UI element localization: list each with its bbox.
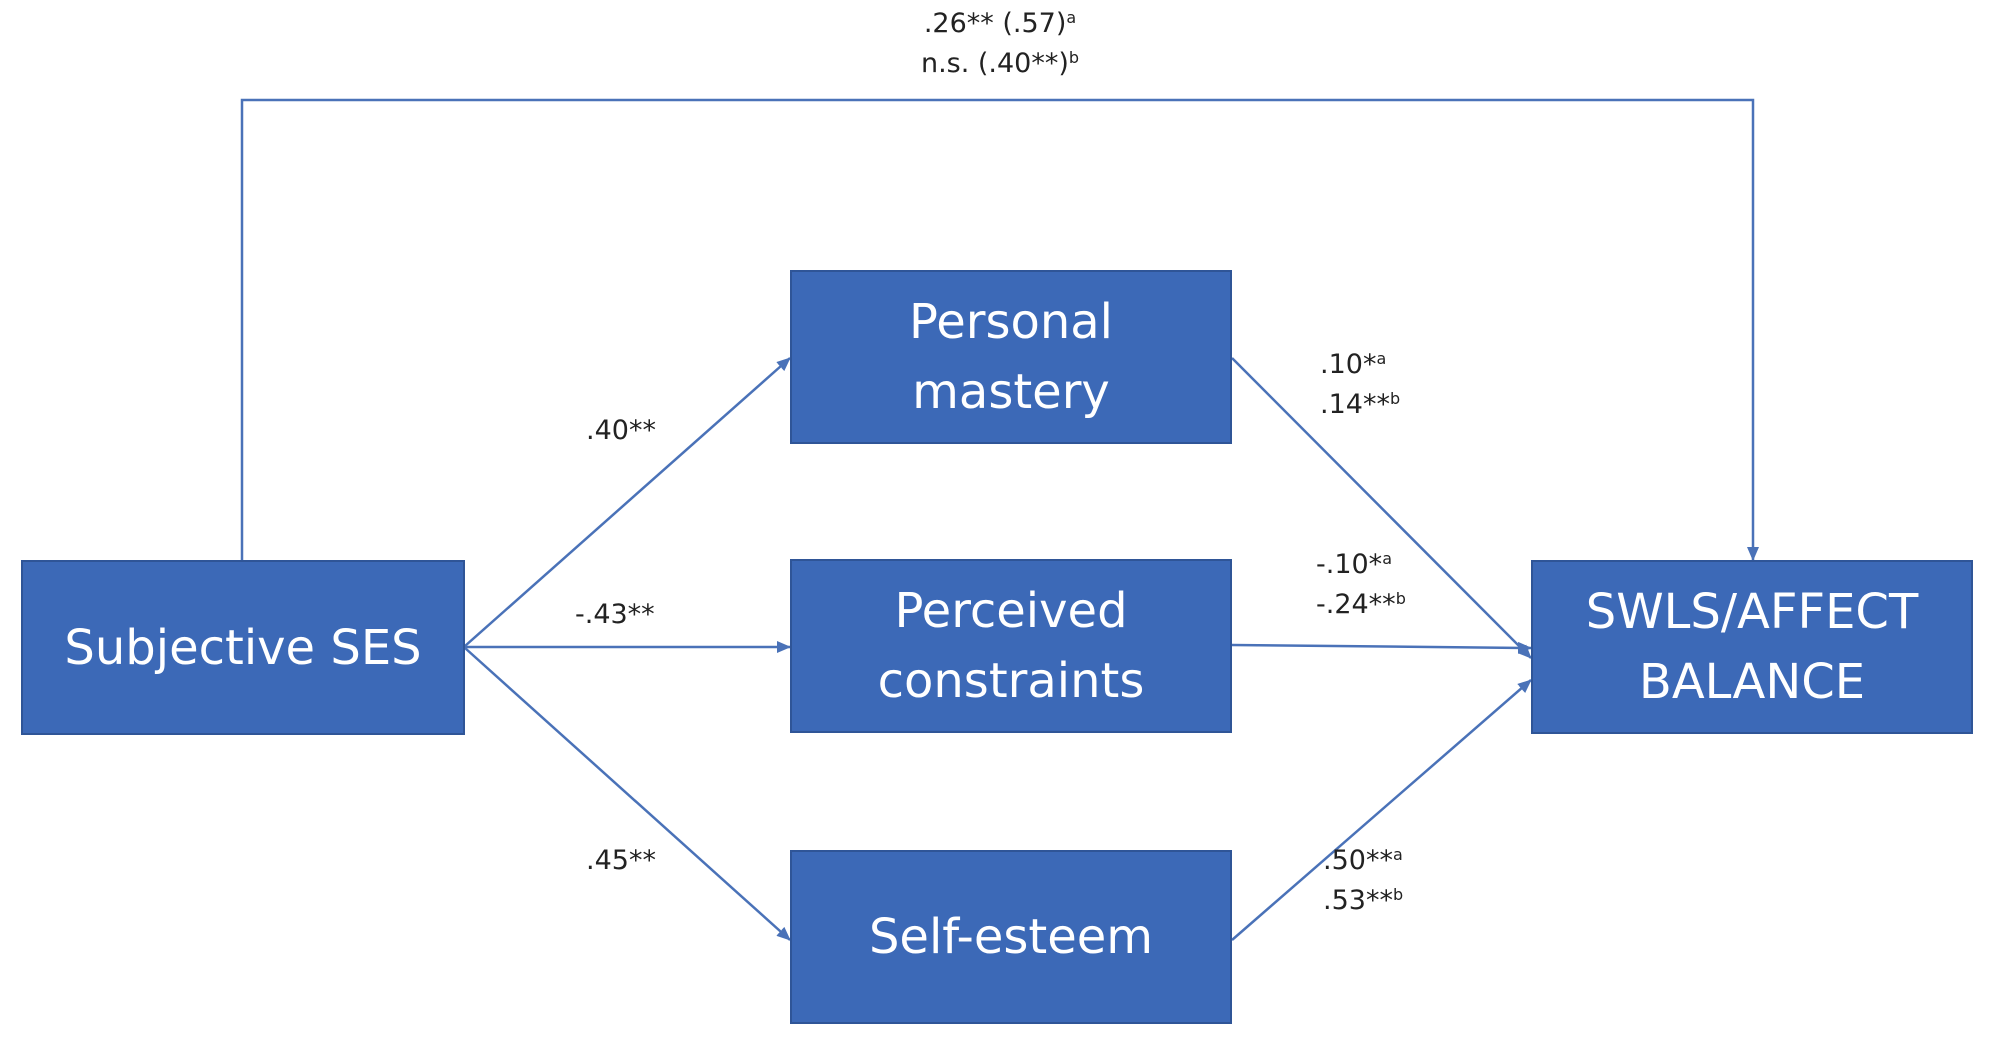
node-self-esteem: Self-esteem [790,850,1232,1024]
node-perceived-constraints: Perceived constraints [790,559,1232,733]
coef-ses-to-esteem-value: .45** [586,845,656,876]
coef-constraints-to-outcome-line1-sup: a [1382,549,1392,568]
coef-mastery-to-outcome: .10*a .14**b [1320,345,1400,425]
coef-ses-to-constraints: -.43** [575,595,655,635]
coef-mastery-to-outcome-line2: .14** [1320,389,1390,420]
arrow-ses-to-esteem [464,647,791,941]
coef-direct-path: .26** (.57)a n.s. (.40**)b [830,4,1170,84]
node-outcome-line2: BALANCE [1638,654,1866,710]
node-subjective-ses: Subjective SES [21,560,465,735]
coef-constraints-to-outcome-line1: -.10* [1316,549,1383,580]
coef-esteem-to-outcome-line2-sup: b [1392,885,1404,904]
node-perceived-constraints-line1: Perceived [894,583,1128,639]
coef-ses-to-mastery-value: .40** [586,415,656,446]
coef-ses-to-esteem: .45** [586,841,656,881]
coef-constraints-to-outcome-line2: -.24** [1316,589,1396,620]
node-outcome-line1: SWLS/AFFECT [1585,584,1919,640]
coef-ses-to-constraints-value: -.43** [575,599,655,630]
coef-ses-to-mastery: .40** [586,411,656,451]
node-personal-mastery-line2: mastery [912,364,1110,420]
arrow-mastery-to-outcome [1231,357,1532,659]
arrow-direct-ses-to-outcome [240,98,1759,561]
coef-esteem-to-outcome: .50**a .53**b [1323,841,1403,921]
coef-constraints-to-outcome-line2-sup: b [1395,589,1406,608]
arrow-esteem-to-outcome [1231,679,1532,941]
coef-mastery-to-outcome-line1: .10* [1320,349,1377,380]
coef-direct-line1: .26** (.57) [923,8,1067,39]
node-swls-affect-balance: SWLS/AFFECT BALANCE [1531,560,1973,734]
coef-direct-line1-sup: a [1066,8,1077,27]
coef-direct-line2-sup: b [1068,48,1080,67]
arrow-constraints-to-outcome [1231,641,1532,654]
coef-esteem-to-outcome-line2: .53** [1323,885,1393,916]
node-personal-mastery-line1: Personal [908,294,1114,350]
node-subjective-ses-label: Subjective SES [64,619,422,676]
node-perceived-constraints-line2: constraints [877,653,1145,709]
arrow-ses-to-mastery [464,357,791,647]
coef-mastery-to-outcome-line2-sup: b [1389,389,1401,408]
coef-esteem-to-outcome-line1: .50** [1323,845,1393,876]
coef-esteem-to-outcome-line1-sup: a [1392,845,1403,864]
node-self-esteem-label: Self-esteem [868,909,1154,965]
coef-mastery-to-outcome-line1-sup: a [1376,349,1387,368]
node-personal-mastery: Personal mastery [790,270,1232,444]
coef-constraints-to-outcome: -.10*a -.24**b [1316,545,1406,625]
coef-direct-line2: n.s. (.40**) [920,48,1069,79]
